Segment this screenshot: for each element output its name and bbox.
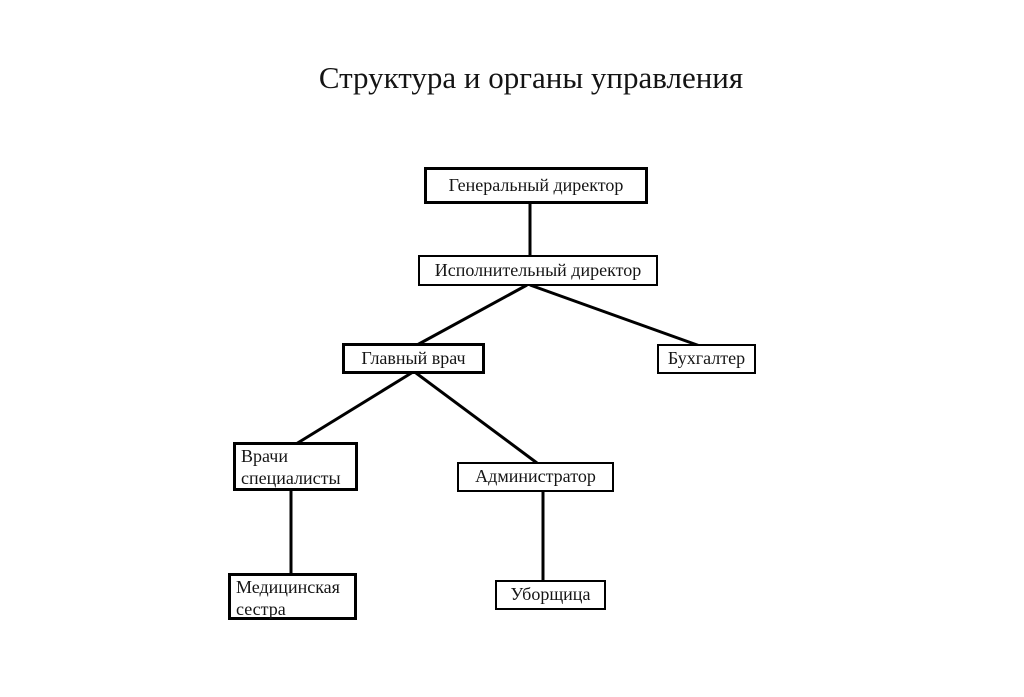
connector-exec-accountant: [529, 283, 701, 348]
connector-chief-doctor-specialists: [295, 370, 414, 446]
org-node-executive-director-label: Исполнительный директор: [434, 259, 642, 280]
org-node-executive-director: Исполнительный директор: [418, 255, 658, 286]
org-node-cleaner: Уборщица: [495, 580, 606, 610]
org-node-administrator-label: Администратор: [475, 466, 596, 487]
org-node-chief-doctor: Главный врач: [342, 343, 485, 374]
org-node-ceo: Генеральный директор: [424, 167, 648, 204]
org-node-accountant-label: Бухгалтер: [667, 348, 746, 369]
org-node-accountant: Бухгалтер: [657, 344, 756, 374]
org-node-specialist-doctors-label: Врачи специалисты: [241, 446, 341, 488]
connector-chief-doctor-administrator: [415, 371, 538, 465]
org-node-administrator: Администратор: [457, 462, 614, 492]
org-node-ceo-label: Генеральный директор: [448, 174, 624, 195]
org-node-nurse: Медицинская сестра: [228, 573, 357, 620]
org-node-nurse-label: Медицинская сестра: [236, 577, 340, 619]
org-node-chief-doctor-label: Главный врач: [361, 347, 466, 368]
org-node-cleaner-label: Уборщица: [510, 584, 591, 605]
org-node-specialist-doctors: Врачи специалисты: [233, 442, 358, 491]
connector-exec-chief-doctor: [416, 283, 528, 347]
diagram-title: Структура и органы управления: [318, 60, 744, 95]
